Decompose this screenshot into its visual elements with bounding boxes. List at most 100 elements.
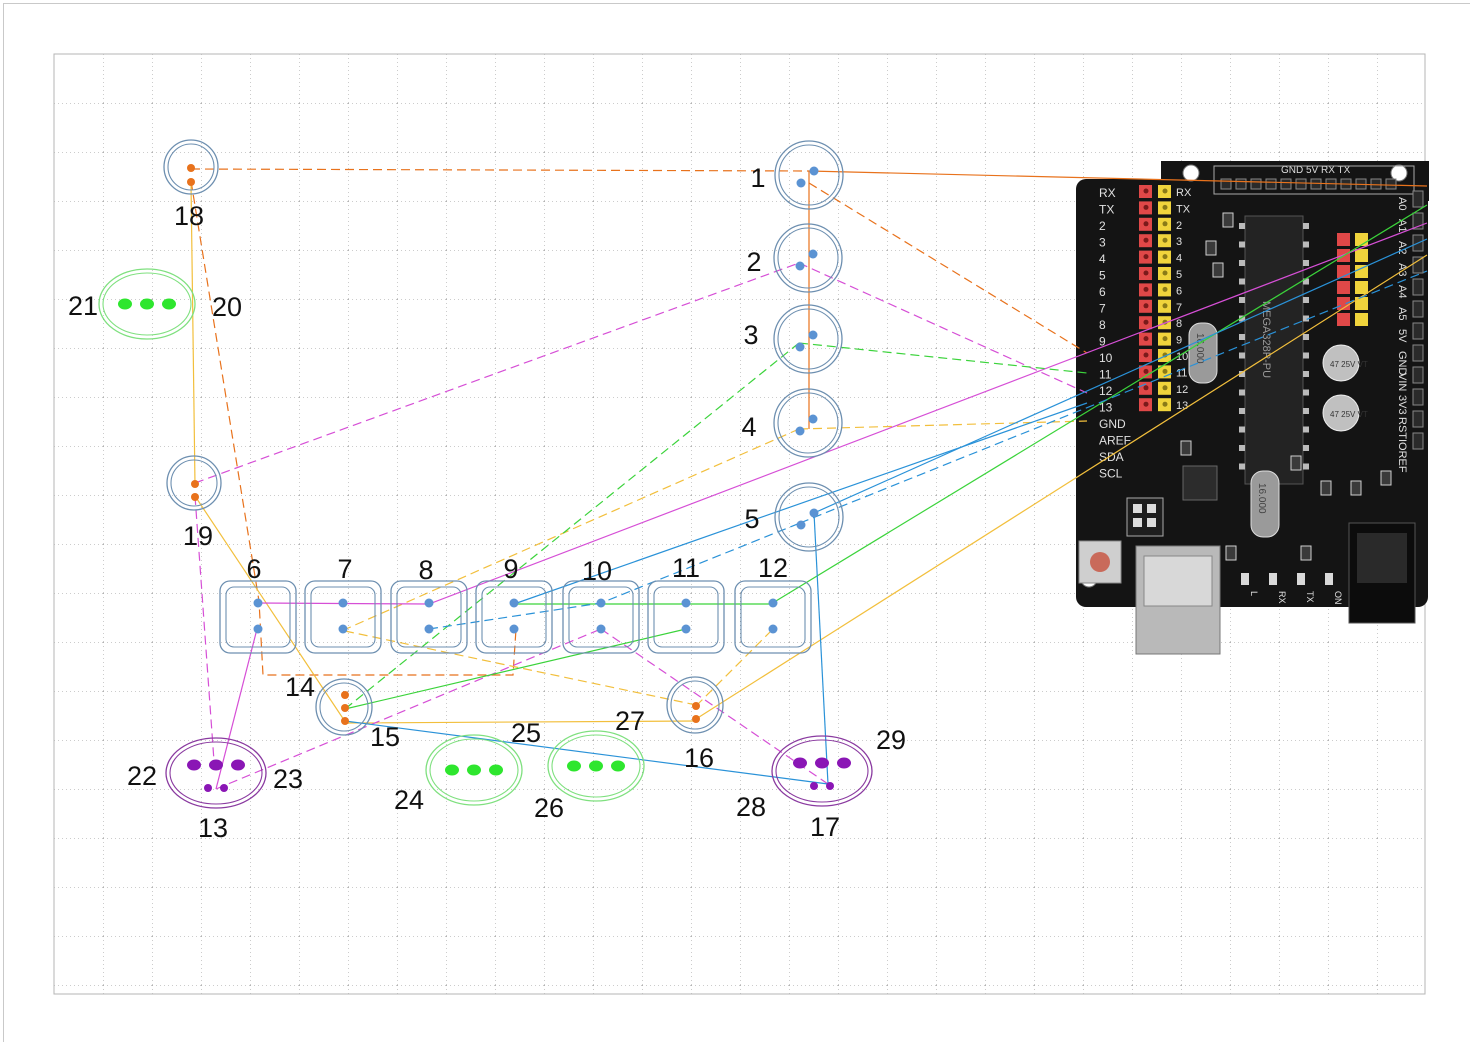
wire-green-20 <box>798 342 1088 374</box>
header-pin-red <box>1337 233 1350 246</box>
left-pin-label: 6 <box>1099 285 1106 299</box>
pin-hole <box>1162 303 1168 309</box>
wire-yellow-6 <box>190 182 196 486</box>
shield-pin-label: 3 <box>1176 236 1182 248</box>
label-10: 10 <box>582 556 612 586</box>
chip-pin <box>1303 426 1309 433</box>
chip-pin <box>1239 389 1245 396</box>
top-header-pin <box>1220 178 1232 190</box>
mounting-hole <box>1390 164 1408 182</box>
pin-hole <box>1143 221 1149 227</box>
module-16-inner <box>670 680 720 730</box>
led-strip-26 <box>547 730 645 802</box>
label-12: 12 <box>758 553 788 583</box>
sensor-4-inner <box>777 392 839 454</box>
module-8-pin-a <box>424 598 434 608</box>
pin-hole <box>1143 303 1149 309</box>
sensor-4-pin-a <box>808 414 818 424</box>
left-pin-label: SDA <box>1099 450 1124 464</box>
label-24: 24 <box>394 785 424 815</box>
smd-part <box>1225 545 1237 561</box>
left-pin-label: 4 <box>1099 252 1106 266</box>
label-9: 9 <box>503 554 518 584</box>
mounting-hole <box>1182 164 1200 182</box>
sensor-1 <box>774 140 844 210</box>
led-strip-21-inner <box>102 272 192 336</box>
reset-button-cap <box>1090 552 1110 572</box>
wire-magenta-14 <box>798 262 1088 394</box>
chip-pin <box>1303 408 1309 414</box>
header-pin-yellow <box>1355 265 1368 278</box>
module-8-inner <box>396 586 462 648</box>
label-1: 1 <box>750 163 765 193</box>
chip-pin <box>1303 241 1309 248</box>
chip-pin <box>1239 223 1245 229</box>
module-10-pin-b <box>596 624 606 634</box>
chip-pin <box>1303 334 1309 340</box>
right-pin-label: A0 <box>1396 197 1408 210</box>
left-pin-label: 7 <box>1099 302 1106 316</box>
pin-hole <box>1143 188 1149 194</box>
label-22: 22 <box>127 761 157 791</box>
smd-part <box>1205 240 1217 256</box>
power-pin <box>1412 300 1424 318</box>
chip-pin <box>1303 260 1309 266</box>
pin-hole <box>1143 254 1149 260</box>
sensor-19-inner <box>170 459 218 507</box>
chip-pin <box>1239 426 1245 433</box>
right-pin-label: A3 <box>1396 263 1408 276</box>
module-9-pin-a <box>509 598 519 608</box>
arduino-board[interactable]: GND 5V RX TXRXTX2345678910111213GNDAREFS… <box>1076 161 1429 655</box>
pin-hole <box>1162 401 1168 407</box>
pin-hole <box>1162 204 1168 210</box>
left-pin-label: 12 <box>1099 384 1113 398</box>
sensor-1-inner <box>778 144 840 206</box>
module-7-pin-b <box>338 624 348 634</box>
module-13 <box>165 737 267 809</box>
left-pin-label: 8 <box>1099 318 1106 332</box>
sensor-18-pin-a <box>187 164 195 172</box>
pin-hole <box>1143 385 1149 391</box>
led-strip-21-dot <box>162 298 176 310</box>
shield-pin-label: 9 <box>1176 335 1182 347</box>
wire-orange-1 <box>190 168 810 172</box>
left-pin-label: 10 <box>1099 351 1113 365</box>
top-header-pin <box>1310 178 1322 190</box>
power-pin <box>1412 432 1424 450</box>
chip-pin <box>1239 260 1245 266</box>
top-header-pin <box>1250 178 1262 190</box>
crystal-2 <box>1250 470 1280 538</box>
wire-yellow-11 <box>695 254 1428 720</box>
label-16: 16 <box>684 743 714 773</box>
chip-pin <box>1303 297 1309 303</box>
top-header-pin <box>1280 178 1292 190</box>
pin-hole <box>1143 204 1149 210</box>
header-pin-red <box>1337 313 1350 326</box>
pin-hole <box>1162 270 1168 276</box>
top-header-pin <box>1370 178 1382 190</box>
right-pin-label: RST <box>1396 417 1408 439</box>
label-3: 3 <box>743 320 758 350</box>
pin-hole <box>1162 336 1168 342</box>
right-pin-label: A5 <box>1396 307 1408 320</box>
smd-part <box>1380 470 1392 486</box>
sensor-4 <box>773 388 843 458</box>
label-7: 7 <box>337 554 352 584</box>
module-11-pin-a <box>681 598 691 608</box>
left-pin-label: 13 <box>1099 401 1113 415</box>
module-9 <box>475 580 553 654</box>
chip-pin <box>1303 463 1309 470</box>
module-16-pin <box>692 702 700 710</box>
pin-hole <box>1162 385 1168 391</box>
pin-hole <box>1143 319 1149 325</box>
chip-pin <box>1239 352 1245 359</box>
label-2: 2 <box>746 247 761 277</box>
components[interactable] <box>98 139 873 809</box>
module-11-inner <box>653 586 719 648</box>
power-pin <box>1412 366 1424 384</box>
pin-hole <box>1143 401 1149 407</box>
left-pin-label: GND <box>1099 417 1126 431</box>
crystal-text: 16.000 <box>1256 483 1267 514</box>
wire-blue-27 <box>813 238 1428 514</box>
